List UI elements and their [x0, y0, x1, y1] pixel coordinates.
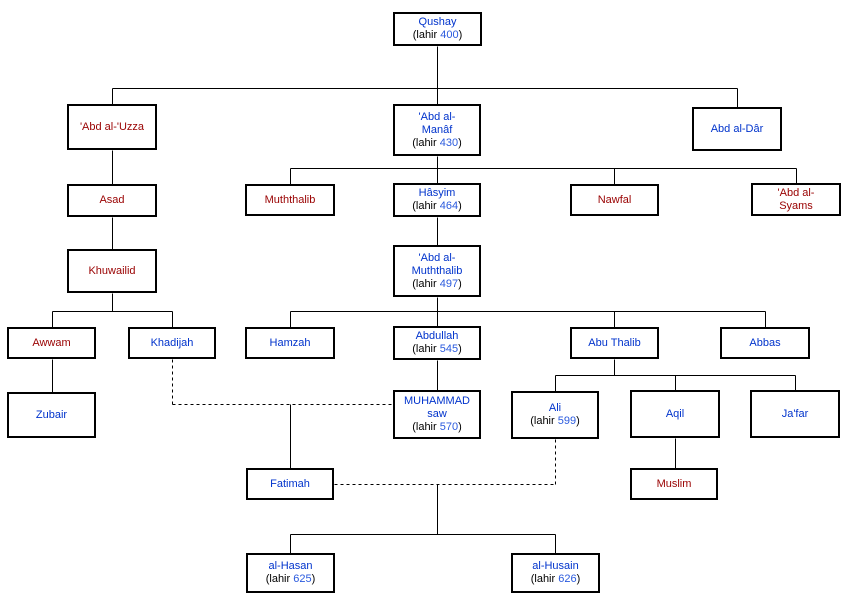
tree-node-abd-al-muththalib: 'Abd al-Muththalib(lahir 497): [393, 245, 481, 297]
tree-node-al-husain: al-Husain(lahir 626): [511, 553, 600, 593]
tree-node-nawfal: Nawfal: [570, 184, 659, 216]
birth-suffix: ): [458, 200, 462, 212]
birth-year-value: 599: [557, 415, 577, 427]
birth-suffix: ): [311, 573, 316, 585]
person-name: Abu Thalib: [588, 336, 641, 349]
person-name: Abbas: [749, 336, 781, 349]
person-name: Ali: [548, 402, 562, 414]
birth-prefix: (lahir: [412, 343, 440, 355]
tree-node-fatimah: Fatimah: [246, 468, 334, 500]
tree-node-aqil: Aqil: [630, 390, 720, 438]
birth-suffix: ): [458, 29, 463, 41]
birth-year-label: (lahir 599): [530, 415, 580, 428]
birth-year-value: 545: [439, 343, 459, 355]
birth-prefix: (lahir: [412, 277, 440, 290]
birth-prefix: (lahir: [265, 573, 294, 585]
tree-node-qushay: Qushay(lahir 400): [393, 12, 482, 46]
person-name: Syams: [779, 199, 813, 212]
birth-year-label: (lahir 400): [413, 29, 463, 42]
person-name: 'Abd al-: [418, 251, 456, 264]
person-name: al-Husain: [532, 560, 579, 572]
birth-prefix: (lahir: [530, 573, 559, 585]
tree-node-abu-thalib: Abu Thalib: [570, 327, 659, 359]
tree-node-zubair: Zubair: [7, 392, 96, 438]
tree-node-jafar: Ja'far: [750, 390, 840, 438]
birth-suffix: ): [576, 573, 581, 585]
birth-year-label: (lahir 625): [266, 573, 316, 586]
birth-year-label: (lahir 464): [412, 200, 462, 213]
person-name: al-Hasan: [268, 560, 313, 572]
tree-node-abd-al-manaf: 'Abd al-Manâf(lahir 430): [393, 104, 481, 156]
person-name: Zubair: [35, 408, 68, 421]
person-name: Abdullah: [415, 330, 459, 342]
birth-suffix: ): [576, 415, 580, 427]
birth-year-label: (lahir 430): [412, 137, 462, 150]
person-name: Abd al-Dâr: [710, 122, 764, 135]
person-name: Fatimah: [270, 477, 310, 490]
person-name: Hamzah: [269, 336, 311, 349]
person-name: 'Abd al-'Uzza: [79, 120, 145, 133]
person-name: Aqil: [665, 407, 685, 420]
person-name: Muththalib: [264, 193, 316, 206]
tree-node-ali: Ali(lahir 599): [511, 391, 599, 439]
birth-prefix: (lahir: [412, 136, 440, 149]
tree-node-hasyim: Hâsyim(lahir 464): [393, 183, 481, 217]
birth-suffix: ): [458, 343, 462, 355]
person-name: Muslim: [656, 477, 692, 490]
person-name: saw: [427, 408, 447, 420]
birth-year-label: (lahir 545): [412, 343, 462, 356]
person-name: Khuwailid: [88, 264, 136, 277]
tree-node-abd-al-dar: Abd al-Dâr: [692, 107, 782, 151]
birth-prefix: (lahir: [412, 200, 440, 212]
birth-year-value: 400: [440, 29, 459, 41]
person-name: Muththalib: [411, 264, 463, 277]
person-name: Hâsyim: [418, 187, 456, 199]
tree-node-abdullah: Abdullah(lahir 545): [393, 326, 481, 360]
birth-year-value: 430: [439, 136, 459, 149]
birth-year-value: 464: [439, 200, 459, 212]
birth-year-label: (lahir 626): [531, 573, 581, 586]
tree-node-awwam: Awwam: [7, 327, 96, 359]
person-name: Nawfal: [597, 193, 632, 206]
tree-node-al-hasan: al-Hasan(lahir 625): [246, 553, 335, 593]
tree-node-khadijah: Khadijah: [128, 327, 216, 359]
person-name: MUHAMMAD: [404, 395, 470, 407]
birth-year-value: 626: [558, 573, 577, 585]
birth-year-value: 570: [439, 421, 459, 433]
person-name: Khadijah: [150, 336, 194, 349]
birth-prefix: (lahir: [412, 29, 441, 41]
tree-node-muththalib: Muththalib: [245, 184, 335, 216]
birth-year-label: (lahir 570): [412, 421, 462, 434]
person-name: Ja'far: [781, 407, 809, 420]
person-name: Manâf: [421, 123, 453, 136]
tree-node-asad: Asad: [67, 184, 157, 217]
birth-suffix: ): [458, 136, 462, 149]
person-name: Qushay: [418, 16, 457, 28]
tree-node-abbas: Abbas: [720, 327, 810, 359]
birth-suffix: ): [458, 277, 462, 290]
tree-node-hamzah: Hamzah: [245, 327, 335, 359]
person-name: 'Abd al-: [777, 186, 815, 199]
tree-node-abd-al-syams: 'Abd al-Syams: [751, 183, 841, 216]
birth-year-value: 625: [293, 573, 312, 585]
birth-prefix: (lahir: [412, 421, 440, 433]
birth-year-label: (lahir 497): [412, 278, 462, 291]
birth-suffix: ): [458, 421, 462, 433]
birth-prefix: (lahir: [530, 415, 558, 427]
tree-node-muslim: Muslim: [630, 468, 718, 500]
tree-node-abd-al-uzza: 'Abd al-'Uzza: [67, 104, 157, 150]
tree-node-khuwailid: Khuwailid: [67, 249, 157, 293]
birth-year-value: 497: [439, 277, 459, 290]
person-name: 'Abd al-: [418, 110, 456, 123]
person-name: Awwam: [32, 336, 71, 349]
person-name: Asad: [99, 194, 125, 206]
